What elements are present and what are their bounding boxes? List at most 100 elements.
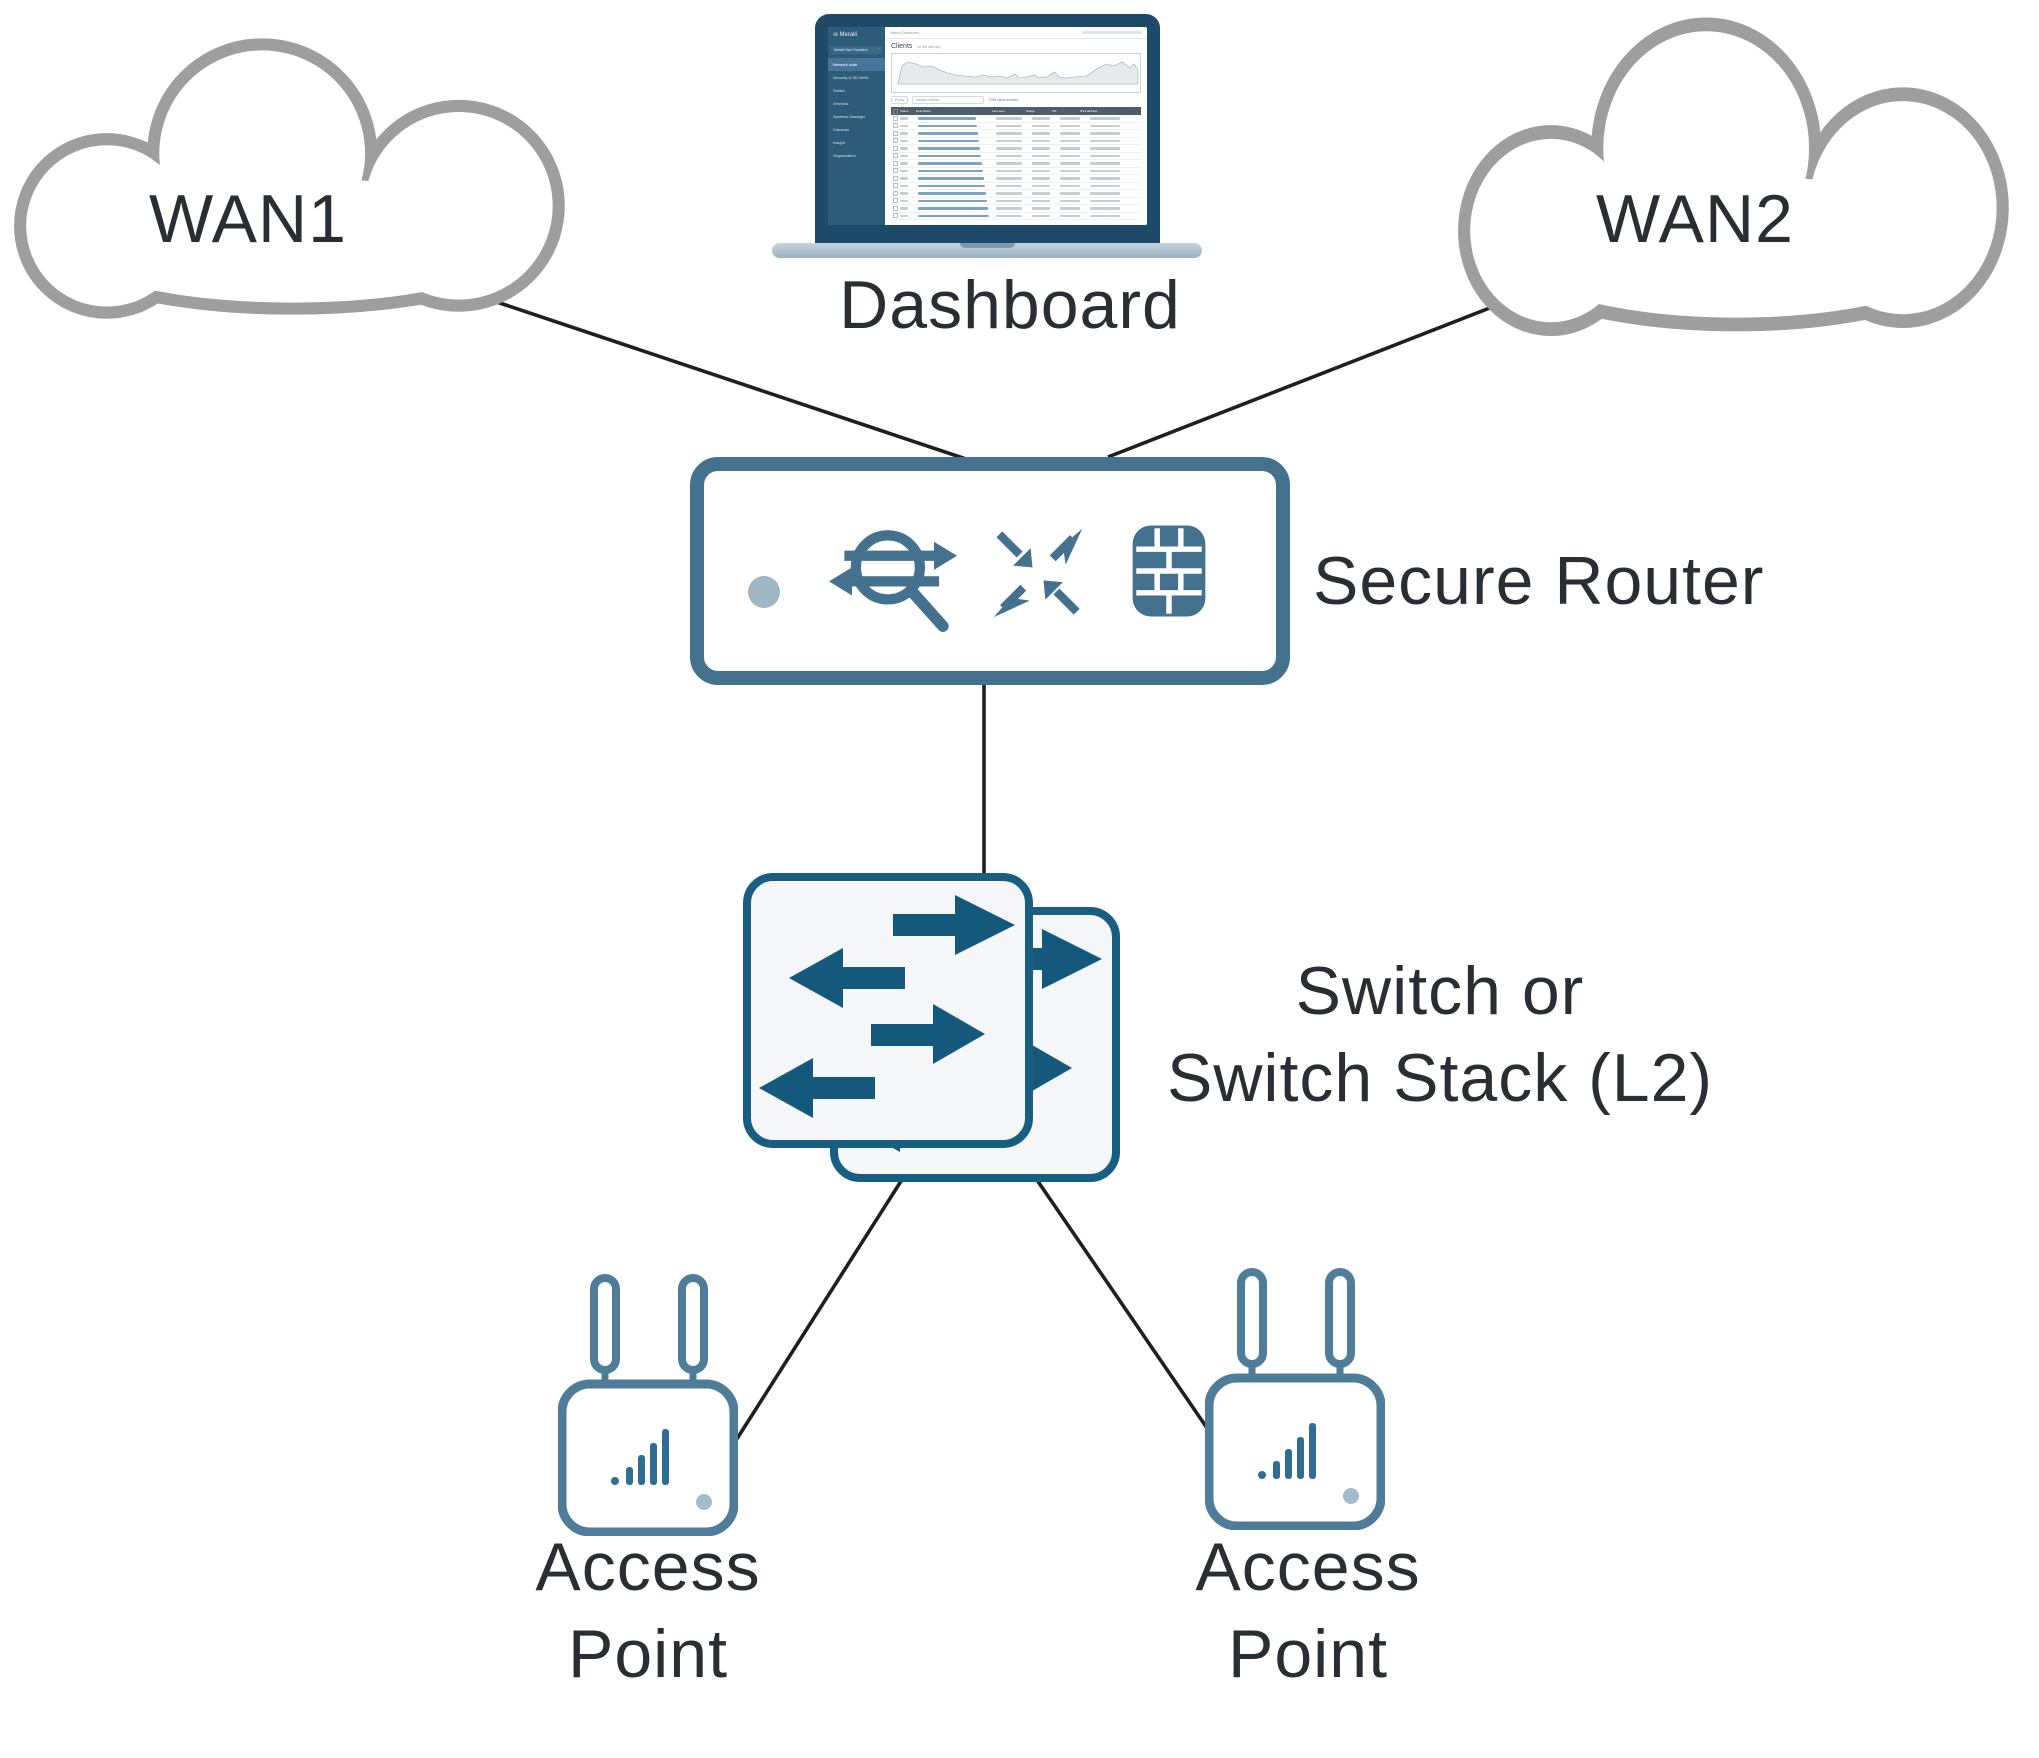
client-row[interactable] <box>891 145 1141 153</box>
sidebar-item-systems-manager[interactable]: Systems Manager <box>833 114 866 119</box>
row-checkbox[interactable] <box>893 145 898 151</box>
client-row[interactable] <box>891 198 1141 205</box>
client-cell <box>1060 207 1080 210</box>
client-row[interactable] <box>891 213 1141 220</box>
sidebar-item-cameras[interactable]: Cameras <box>833 127 850 132</box>
row-checkbox[interactable] <box>893 198 898 204</box>
client-row[interactable] <box>891 175 1141 183</box>
client-cell <box>996 162 1022 165</box>
client-cell <box>1090 147 1120 150</box>
router-label: Secure Router <box>1313 543 1765 619</box>
column-header[interactable]: Description <box>916 109 932 113</box>
client-description-link[interactable] <box>918 154 981 157</box>
laptop: ılıılı Meraki Meraki San Francisco ˇ Net… <box>815 14 1160 243</box>
policy-filter-dropdown[interactable]: Policy <box>891 96 909 104</box>
client-description-link[interactable] <box>918 169 983 172</box>
client-description-link[interactable] <box>918 132 978 135</box>
client-description-link[interactable] <box>918 199 987 202</box>
client-cell <box>1060 132 1080 135</box>
search-input[interactable]: Search Dashboard <box>890 30 920 35</box>
row-checkbox[interactable] <box>893 115 898 121</box>
column-header[interactable]: OS <box>1052 109 1057 113</box>
row-checkbox[interactable] <box>893 175 898 181</box>
client-cell <box>900 177 908 180</box>
line-wan2-router <box>1107 291 1529 459</box>
select-all-checkbox[interactable] <box>893 108 898 114</box>
client-row[interactable] <box>891 138 1141 145</box>
row-checkbox[interactable] <box>893 183 898 189</box>
laptop-base-notch <box>960 243 1015 248</box>
client-row[interactable] <box>891 153 1141 160</box>
client-description-link[interactable] <box>918 214 989 217</box>
cisco-logo-icon: ılıılı <box>833 32 838 38</box>
client-description-link[interactable] <box>918 207 988 210</box>
row-checkbox[interactable] <box>893 138 898 144</box>
column-header[interactable]: Last seen <box>992 109 1006 113</box>
signal-bars-icon <box>611 1429 669 1485</box>
client-row[interactable] <box>891 123 1141 130</box>
client-row[interactable] <box>891 168 1141 175</box>
time-filter-dropdown[interactable]: for the last day <box>917 45 941 49</box>
client-cell <box>900 154 908 157</box>
row-checkbox[interactable] <box>893 190 898 196</box>
client-cell <box>900 117 908 120</box>
client-cell <box>1060 192 1080 195</box>
client-cell <box>1060 162 1080 165</box>
client-description-link[interactable] <box>918 177 984 180</box>
client-cell <box>900 207 908 210</box>
client-cell <box>900 199 908 202</box>
row-checkbox[interactable] <box>893 213 898 219</box>
client-cell <box>1032 169 1050 172</box>
signal-bars-icon <box>1258 1423 1316 1479</box>
clients-table: Status Description Last seen Usage OS IPv4 ad… <box>891 107 1141 220</box>
client-row[interactable] <box>891 115 1141 123</box>
client-description-link[interactable] <box>918 147 980 150</box>
switch-front-unit <box>747 877 1029 1144</box>
client-cell <box>996 207 1022 210</box>
wan2-cloud <box>1458 17 2009 336</box>
sidebar-item-organization[interactable]: Organization <box>833 153 856 158</box>
sidebar-item-insight[interactable]: Insight <box>833 140 845 145</box>
client-cell <box>1090 177 1120 180</box>
line-switch-ap-left <box>731 1177 905 1446</box>
network-selector[interactable]: Meraki San Francisco ˇ <box>831 46 882 54</box>
client-cell <box>1060 124 1080 127</box>
sidebar-item-security-sd-wan[interactable]: Security & SD-WAN <box>833 75 869 80</box>
sidebar-item-wireless[interactable]: Wireless <box>833 101 849 106</box>
client-description-link[interactable] <box>918 162 982 165</box>
ap-led-icon <box>696 1494 712 1510</box>
client-cell <box>1060 147 1080 150</box>
client-description-link[interactable] <box>918 124 977 127</box>
client-cell <box>996 177 1022 180</box>
client-cell <box>1090 154 1120 157</box>
client-cell <box>1060 177 1080 180</box>
row-checkbox[interactable] <box>893 205 898 211</box>
sidebar-item-network-wide[interactable]: Network-wide <box>828 58 885 71</box>
dashboard-label: Dashboard <box>839 267 1181 343</box>
client-row[interactable] <box>891 190 1141 198</box>
column-header[interactable]: IPv4 address <box>1080 109 1098 113</box>
row-checkbox[interactable] <box>893 160 898 166</box>
topbar-links <box>1082 31 1142 34</box>
client-search-input[interactable]: Search clients... <box>912 96 985 104</box>
client-description-link[interactable] <box>918 117 976 120</box>
client-row[interactable] <box>891 130 1141 138</box>
column-header[interactable]: Usage <box>1026 109 1035 113</box>
client-cell <box>1032 162 1050 165</box>
client-row[interactable] <box>891 160 1141 168</box>
client-cell <box>900 139 908 142</box>
client-description-link[interactable] <box>918 192 986 195</box>
client-cell <box>1090 124 1120 127</box>
client-count-link[interactable]: 1798 client devices <box>988 98 1019 102</box>
row-checkbox[interactable] <box>893 123 898 129</box>
client-description-link[interactable] <box>918 184 985 187</box>
client-row[interactable] <box>891 183 1141 190</box>
column-header[interactable]: Status <box>900 109 909 113</box>
sidebar-item-switch[interactable]: Switch <box>833 88 845 93</box>
row-checkbox[interactable] <box>893 130 898 136</box>
client-description-link[interactable] <box>918 139 979 142</box>
row-checkbox[interactable] <box>893 168 898 174</box>
row-checkbox[interactable] <box>893 153 898 159</box>
line-wan1-router <box>469 291 979 465</box>
client-row[interactable] <box>891 205 1141 213</box>
